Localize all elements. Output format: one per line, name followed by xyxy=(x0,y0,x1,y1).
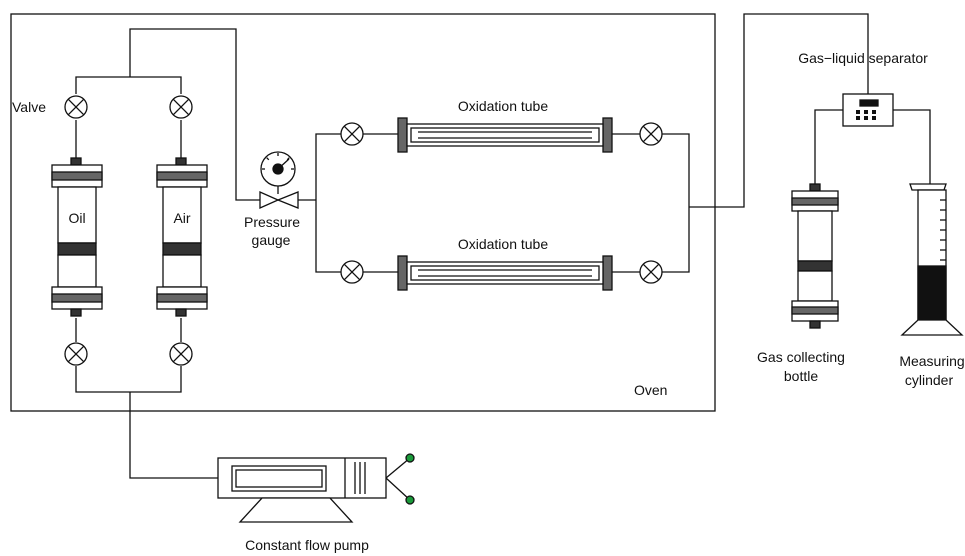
valve-label: Valve xyxy=(12,99,46,115)
pressure-gauge-icon xyxy=(260,151,296,194)
gas-liquid-separator xyxy=(842,93,894,127)
valve-icon xyxy=(639,260,663,284)
measuring-cylinder-label-line1: Measuring xyxy=(899,353,964,369)
gas-collecting-bottle-label-line1: Gas collecting xyxy=(757,349,845,365)
measuring-cylinder-label-line2: cylinder xyxy=(905,372,954,388)
valve-icon xyxy=(169,342,193,366)
valve-icon xyxy=(169,95,193,119)
constant-flow-pump-label: Constant flow pump xyxy=(245,537,369,553)
oxidation-tube-bottom xyxy=(397,255,613,291)
oven-enclosure xyxy=(10,13,716,412)
gas-collecting-bottle xyxy=(791,183,839,329)
valve-icon xyxy=(639,122,663,146)
pressure-gauge-label-line1: Pressure xyxy=(244,214,300,230)
gas-liquid-separator-label: Gas−liquid separator xyxy=(798,50,928,66)
valve-icon xyxy=(340,260,364,284)
pump-connector-dot-icon xyxy=(405,453,415,463)
needle-valve-icon xyxy=(259,190,299,210)
air-label: Air xyxy=(173,210,190,226)
oxidation-tube-top xyxy=(397,117,613,153)
piping xyxy=(75,13,931,479)
oil-label: Oil xyxy=(68,210,85,226)
valve-icon xyxy=(340,122,364,146)
measuring-cylinder xyxy=(900,183,964,336)
pump-connector-dot-icon xyxy=(405,495,415,505)
pressure-gauge-label-line2: gauge xyxy=(252,232,291,248)
gas-collecting-bottle-label-line2: bottle xyxy=(784,368,818,384)
valve-icon xyxy=(64,95,88,119)
oxidation-tube-bottom-label: Oxidation tube xyxy=(458,236,548,252)
air-vessel xyxy=(156,157,208,317)
oven-label: Oven xyxy=(634,382,667,398)
constant-flow-pump xyxy=(217,457,411,523)
oxidation-tube-top-label: Oxidation tube xyxy=(458,98,548,114)
valve-icon xyxy=(64,342,88,366)
oil-vessel xyxy=(51,157,103,317)
